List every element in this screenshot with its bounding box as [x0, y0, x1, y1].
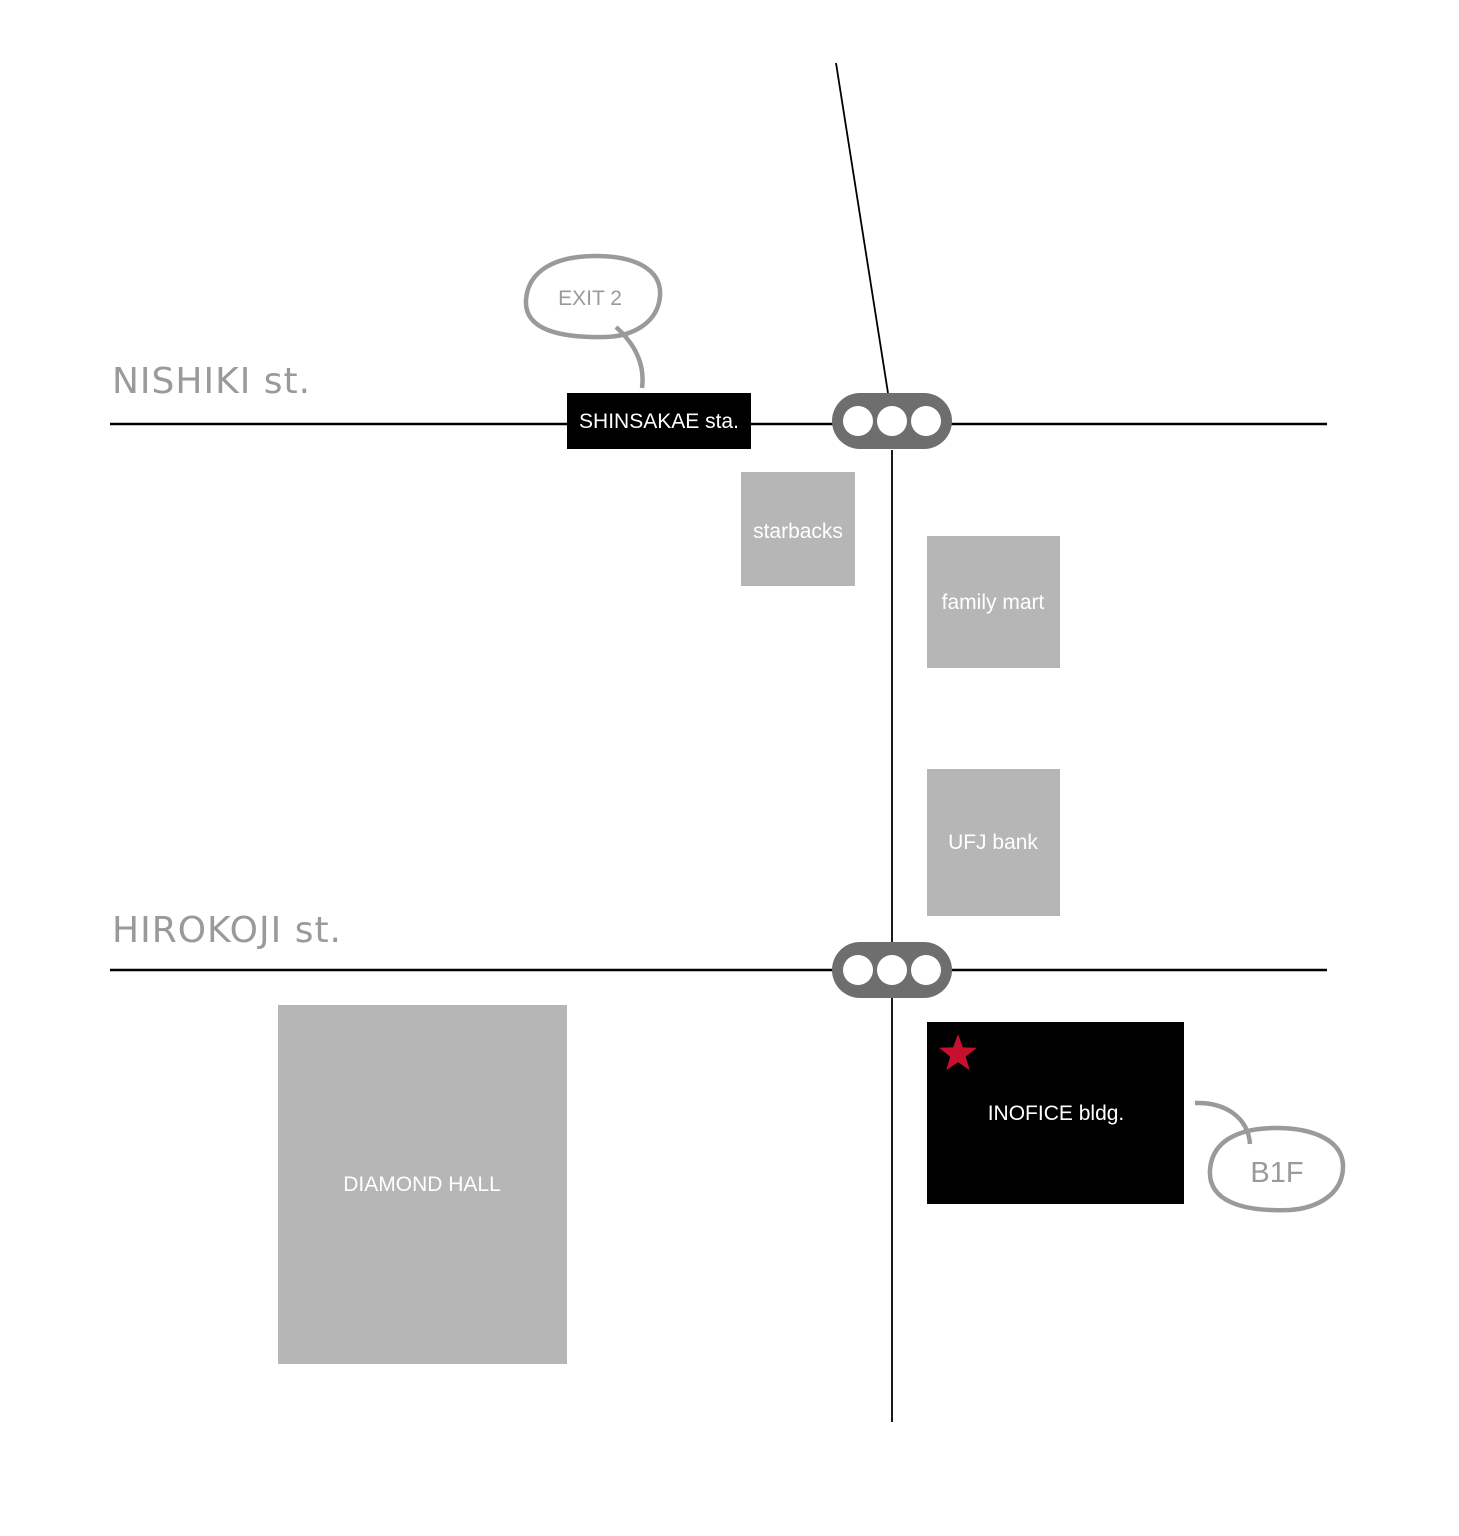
floor-label: B1F [1250, 1157, 1303, 1189]
station-label: SHINSAKAE sta. [579, 410, 739, 433]
floor-bubble-outline [1207, 1125, 1346, 1213]
north-diagonal-road [835, 62, 889, 394]
ufj-bank-label: UFJ bank [948, 831, 1038, 854]
building-ufj-bank[interactable]: UFJ bank [927, 769, 1060, 916]
floor-bubble-tail [1194, 1100, 1253, 1145]
hirokoji-street-label: HIROKOJI st. [112, 910, 342, 951]
traffic-light-icon [832, 393, 952, 449]
building-family-mart[interactable]: family mart [927, 536, 1060, 668]
star-icon [939, 1034, 977, 1071]
building-starbacks[interactable]: starbacks [741, 472, 855, 586]
shinsakae-station[interactable]: SHINSAKAE sta. [567, 393, 751, 449]
traffic-light-icon [832, 942, 952, 998]
inofice-label: INOFICE bldg. [988, 1102, 1125, 1125]
building-diamond-hall[interactable]: DIAMOND HALL [278, 1005, 567, 1364]
nishiki-street-label: NISHIKI st. [112, 361, 311, 402]
family-mart-label: family mart [942, 591, 1045, 614]
floor-callout: B1F [1194, 1100, 1346, 1213]
exit-bubble-outline [523, 253, 663, 340]
station-box [567, 393, 751, 449]
starbacks-label: starbacks [753, 520, 843, 543]
exit-callout: EXIT 2 [523, 253, 663, 389]
diamond-hall-label: DIAMOND HALL [343, 1173, 501, 1196]
exit-bubble-tail [614, 325, 645, 389]
exit-label: EXIT 2 [558, 287, 622, 310]
building-inofice[interactable]: INOFICE bldg. [927, 1022, 1184, 1204]
